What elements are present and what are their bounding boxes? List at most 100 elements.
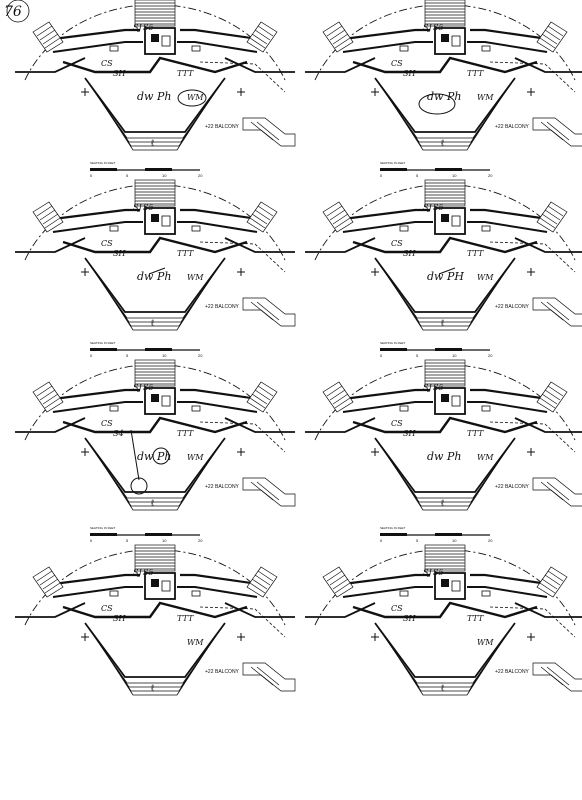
- handwritten-note: SH: [113, 614, 126, 623]
- handwritten-note: CS: [101, 419, 113, 428]
- balcony-label: BALCONY: [215, 124, 240, 130]
- handwritten-note: Ph: [446, 450, 462, 463]
- scale-label: SEATING IN FEET: [380, 526, 405, 530]
- pen-circle: [152, 447, 170, 465]
- handwritten-note: TTT: [177, 69, 194, 78]
- handwritten-note: S5: [433, 23, 444, 32]
- balcony-tag: +22: [205, 124, 214, 130]
- scale-tick: 5: [126, 173, 129, 178]
- center-mark: ℓ: [151, 683, 155, 693]
- handwritten-note: S5: [143, 203, 154, 212]
- handwritten-note: WM: [477, 93, 494, 102]
- balcony-tag: +22: [495, 124, 504, 130]
- scale-tick: 10: [452, 173, 457, 178]
- scale-tick: 0: [90, 353, 93, 358]
- handwritten-note: WM: [477, 273, 494, 282]
- handwritten-note: SH: [113, 249, 126, 258]
- handwritten-note: PH: [446, 270, 464, 283]
- handwritten-note: SH: [403, 249, 416, 258]
- center-mark: ℓ: [151, 498, 155, 508]
- scale-tick: 20: [488, 353, 493, 358]
- scale-label: SEATING IN FEET: [90, 526, 115, 530]
- balcony-label: BALCONY: [505, 304, 530, 310]
- handwritten-note: S5: [143, 23, 154, 32]
- balcony-tag: +22: [495, 304, 504, 310]
- handwritten-note: S5: [433, 203, 444, 212]
- scale-tick: 5: [416, 353, 419, 358]
- page-number-circle: [6, 0, 30, 23]
- handwritten-note: WM: [187, 638, 204, 647]
- scale-tick: 0: [380, 538, 383, 543]
- handwritten-note: SJ: [423, 568, 432, 577]
- handwritten-note: CS: [101, 59, 113, 68]
- scale-label: SEATING IN FEET: [380, 341, 405, 345]
- handwritten-note: CS: [391, 239, 403, 248]
- handwritten-note: SJ: [423, 203, 432, 212]
- scale-tick: 20: [488, 538, 493, 543]
- handwritten-note: dw: [137, 270, 154, 283]
- handwritten-note: SH: [403, 69, 416, 78]
- center-mark: ℓ: [441, 498, 445, 508]
- center-mark: ℓ: [151, 138, 155, 148]
- handwritten-note: WM: [187, 93, 204, 102]
- handwritten-note: CS: [391, 419, 403, 428]
- scale-tick: 20: [488, 173, 493, 178]
- handwritten-note: SJ: [133, 23, 142, 32]
- handwritten-note: SJ: [423, 23, 432, 32]
- scale-tick: 10: [162, 173, 167, 178]
- scale-tick: 5: [416, 173, 419, 178]
- handwritten-note: SJ: [133, 568, 142, 577]
- handwritten-note: dw: [427, 450, 444, 463]
- plan-drawing: [13, 543, 297, 697]
- handwritten-note: CS: [101, 239, 113, 248]
- scale-tick: 20: [198, 353, 203, 358]
- balcony-tag: +22: [205, 304, 214, 310]
- balcony-label: BALCONY: [505, 669, 530, 675]
- scale-tick: 0: [380, 173, 383, 178]
- center-mark: ℓ: [151, 318, 155, 328]
- handwritten-note: CS: [101, 604, 113, 613]
- balcony-label: BALCONY: [215, 669, 240, 675]
- handwritten-note: Ph: [446, 90, 462, 103]
- handwritten-note: dw: [137, 450, 154, 463]
- balcony-label: BALCONY: [505, 484, 530, 490]
- handwritten-note: S5: [143, 568, 154, 577]
- handwritten-note: TTT: [467, 614, 484, 623]
- scale-tick: 0: [90, 173, 93, 178]
- handwritten-note: S4: [113, 429, 124, 438]
- handwritten-note: TTT: [177, 249, 194, 258]
- scale-label: SEATING IN FEET: [90, 341, 115, 345]
- handwritten-note: TTT: [467, 249, 484, 258]
- handwritten-note: WM: [477, 638, 494, 647]
- handwritten-note: SJ: [133, 203, 142, 212]
- balcony-tag: +22: [495, 669, 504, 675]
- handwritten-note: SJ: [423, 383, 432, 392]
- balcony-label: BALCONY: [505, 124, 530, 130]
- handwritten-note: SH: [403, 614, 416, 623]
- scale-tick: 0: [380, 353, 383, 358]
- handwritten-note: Ph: [156, 90, 172, 103]
- scale-tick: 0: [90, 538, 93, 543]
- balcony-label: BALCONY: [215, 304, 240, 310]
- balcony-tag: +22: [205, 484, 214, 490]
- pen-arrow: [148, 267, 166, 275]
- handwritten-note: dw: [427, 270, 444, 283]
- plan-drawing: [13, 0, 297, 152]
- pen-line: [130, 429, 140, 481]
- handwritten-note: dw: [137, 90, 154, 103]
- handwritten-note: WM: [187, 273, 204, 282]
- pen-loop: [177, 89, 207, 107]
- handwritten-note: TTT: [177, 429, 194, 438]
